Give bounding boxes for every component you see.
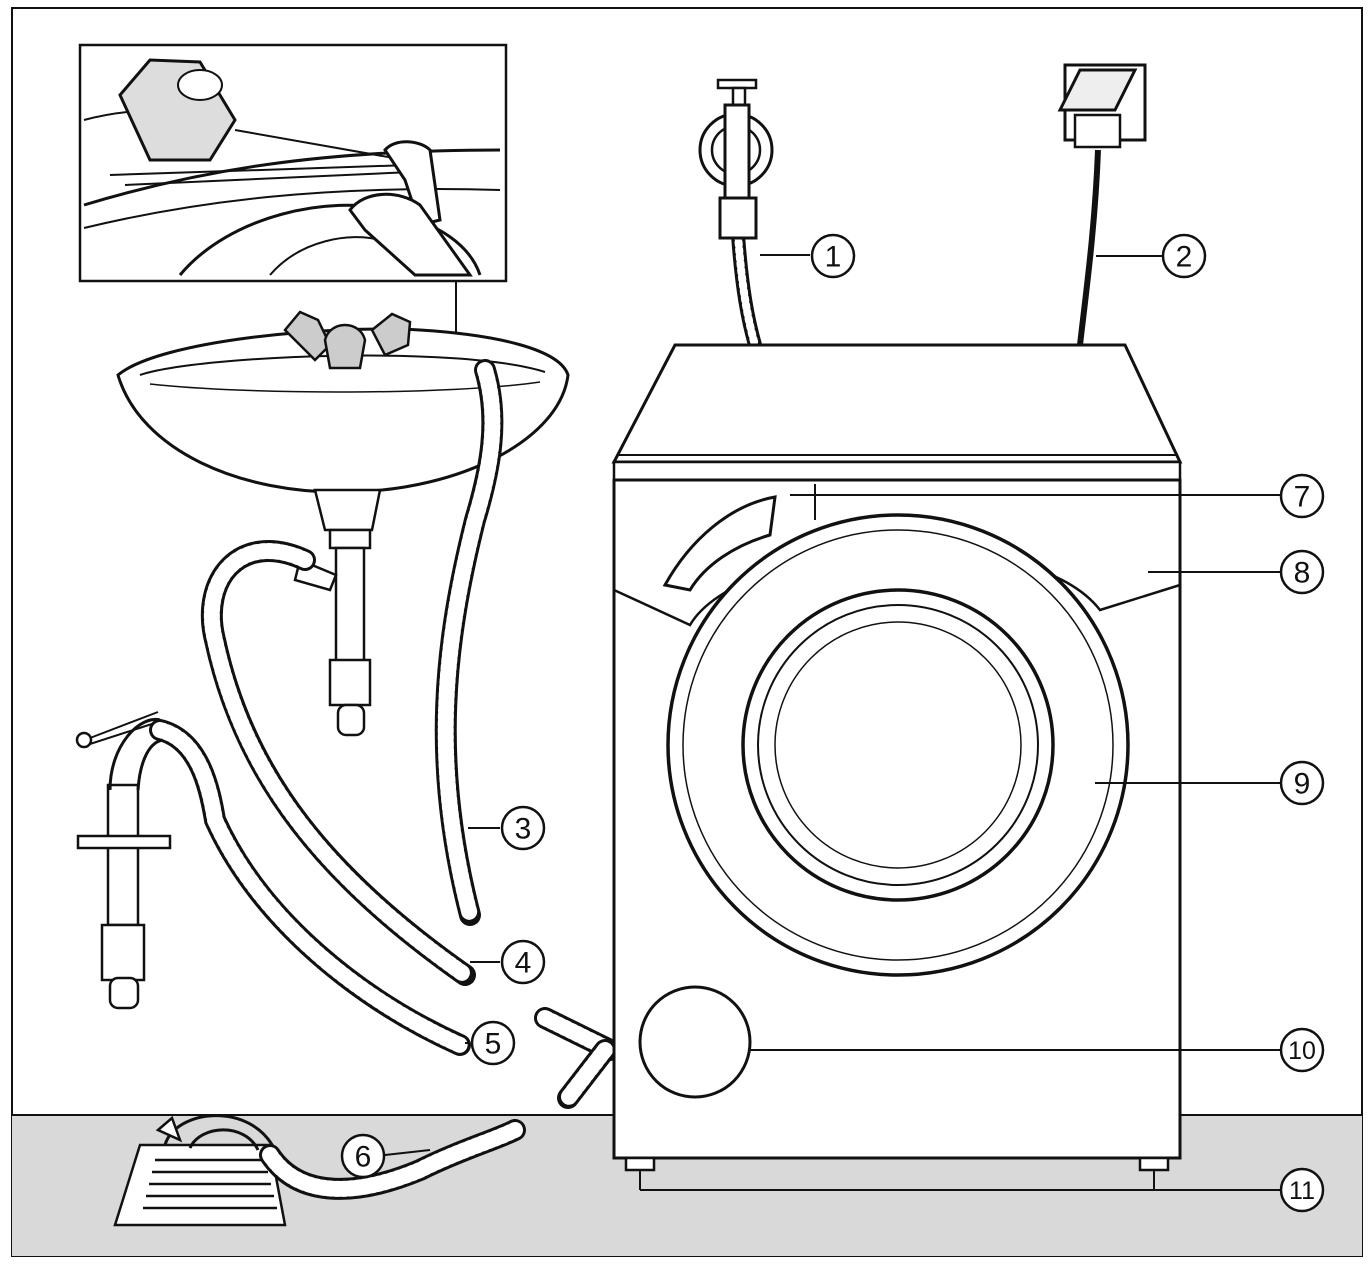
callout-1: 1 <box>810 233 856 279</box>
water-tap <box>698 78 774 240</box>
callout-6-label: 6 <box>355 1141 372 1174</box>
callout-9-label: 9 <box>1294 768 1311 801</box>
floor-drain <box>113 1114 287 1227</box>
callout-8: 8 <box>1279 549 1325 595</box>
callout-5-label: 5 <box>485 1028 502 1061</box>
foot-left <box>624 1156 656 1172</box>
washing-machine <box>611 343 1183 1172</box>
callout-10-label: 10 <box>1288 1037 1316 1065</box>
callout-5: 5 <box>470 1020 516 1066</box>
callout-6: 6 <box>340 1133 386 1179</box>
callout-2: 2 <box>1161 233 1207 279</box>
standpipe <box>75 711 172 1010</box>
callout-1-label: 1 <box>825 241 842 274</box>
callout-4: 4 <box>500 939 546 985</box>
callout-9: 9 <box>1279 760 1325 806</box>
callout-10: 10 <box>1279 1027 1325 1073</box>
callout-3-label: 3 <box>515 813 532 846</box>
detergent-drawer <box>662 495 777 592</box>
callout-7-label: 7 <box>1294 481 1311 514</box>
door-glass <box>741 588 1055 902</box>
foot-right <box>1138 1156 1170 1172</box>
sink <box>116 310 570 737</box>
inset-detail <box>78 43 508 348</box>
power-socket <box>1057 63 1147 149</box>
callout-4-label: 4 <box>515 947 532 980</box>
callout-2-label: 2 <box>1176 241 1193 274</box>
callout-3: 3 <box>500 805 546 851</box>
drain-pump-cover <box>638 985 752 1099</box>
callout-8-label: 8 <box>1294 557 1311 590</box>
callout-7: 7 <box>1279 473 1325 519</box>
leader-lines <box>384 254 1280 1191</box>
callout-11: 11 <box>1279 1167 1325 1213</box>
callout-11-label: 11 <box>1289 1177 1315 1205</box>
